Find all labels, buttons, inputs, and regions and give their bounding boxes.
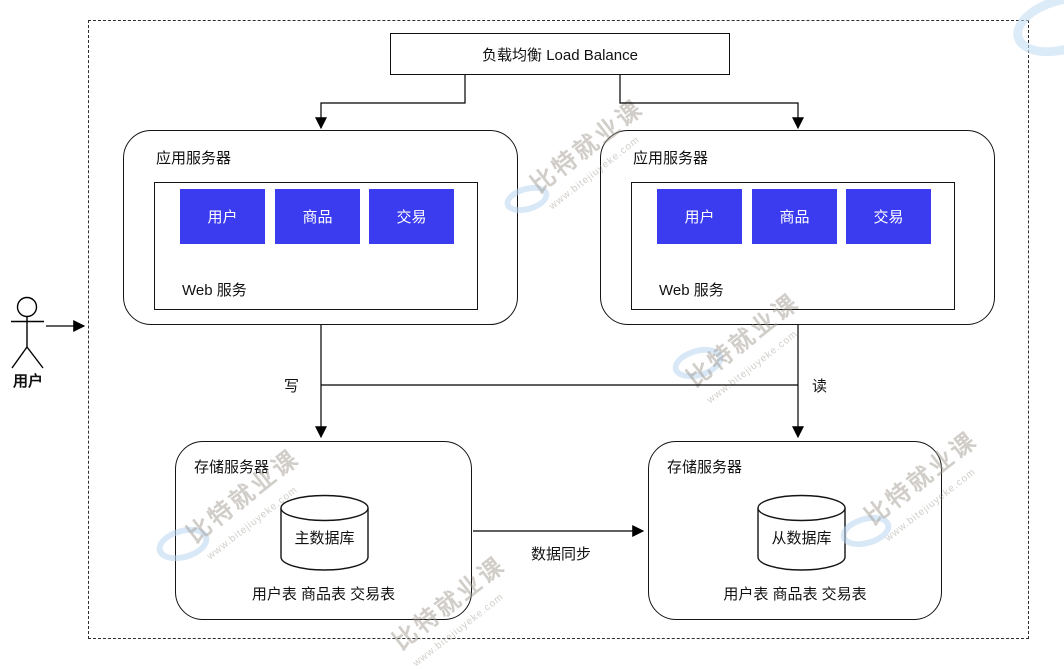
read-edge-label: 读 xyxy=(812,378,828,395)
app-server-right: 应用服务器 用户 商品 交易 Web 服务 xyxy=(600,130,995,325)
database-label: 主数据库 xyxy=(294,530,355,547)
master-database-cylinder: 主数据库 xyxy=(279,494,370,572)
web-service-container: 用户 商品 交易 Web 服务 xyxy=(154,182,478,310)
write-edge-label: 写 xyxy=(284,378,300,395)
app-server-left: 应用服务器 用户 商品 交易 Web 服务 xyxy=(123,130,518,325)
service-box-product: 商品 xyxy=(752,189,837,244)
actor-label: 用户 xyxy=(12,373,43,390)
tables-label: 用户表 商品表 交易表 xyxy=(251,586,396,603)
web-service-label: Web 服务 xyxy=(182,282,247,299)
slave-database-cylinder: 从数据库 xyxy=(756,494,847,572)
load-balancer-label: 负载均衡 Load Balance xyxy=(482,46,638,64)
service-box-trade: 交易 xyxy=(846,189,931,244)
load-balancer-node: 负载均衡 Load Balance xyxy=(390,33,730,75)
database-cylinder-icon xyxy=(757,494,846,571)
service-box-trade: 交易 xyxy=(369,189,454,244)
sync-edge-label: 数据同步 xyxy=(530,546,591,563)
user-actor-icon xyxy=(11,296,44,369)
service-box-product: 商品 xyxy=(275,189,360,244)
system-boundary xyxy=(88,20,1029,639)
storage-server-slave: 存储服务器 从数据库 用户表 商品表 交易表 xyxy=(648,441,942,620)
tables-label: 用户表 商品表 交易表 xyxy=(723,586,867,603)
service-box-user: 用户 xyxy=(180,189,265,244)
app-server-title: 应用服务器 xyxy=(633,150,709,167)
database-label: 从数据库 xyxy=(771,530,832,547)
storage-server-title: 存储服务器 xyxy=(667,459,743,476)
web-service-container: 用户 商品 交易 Web 服务 xyxy=(631,182,955,310)
app-server-title: 应用服务器 xyxy=(156,150,232,167)
web-service-label: Web 服务 xyxy=(659,282,724,299)
service-box-user: 用户 xyxy=(657,189,742,244)
database-cylinder-icon xyxy=(280,494,369,571)
storage-server-title: 存储服务器 xyxy=(194,459,270,476)
storage-server-master: 存储服务器 主数据库 用户表 商品表 交易表 xyxy=(175,441,472,620)
